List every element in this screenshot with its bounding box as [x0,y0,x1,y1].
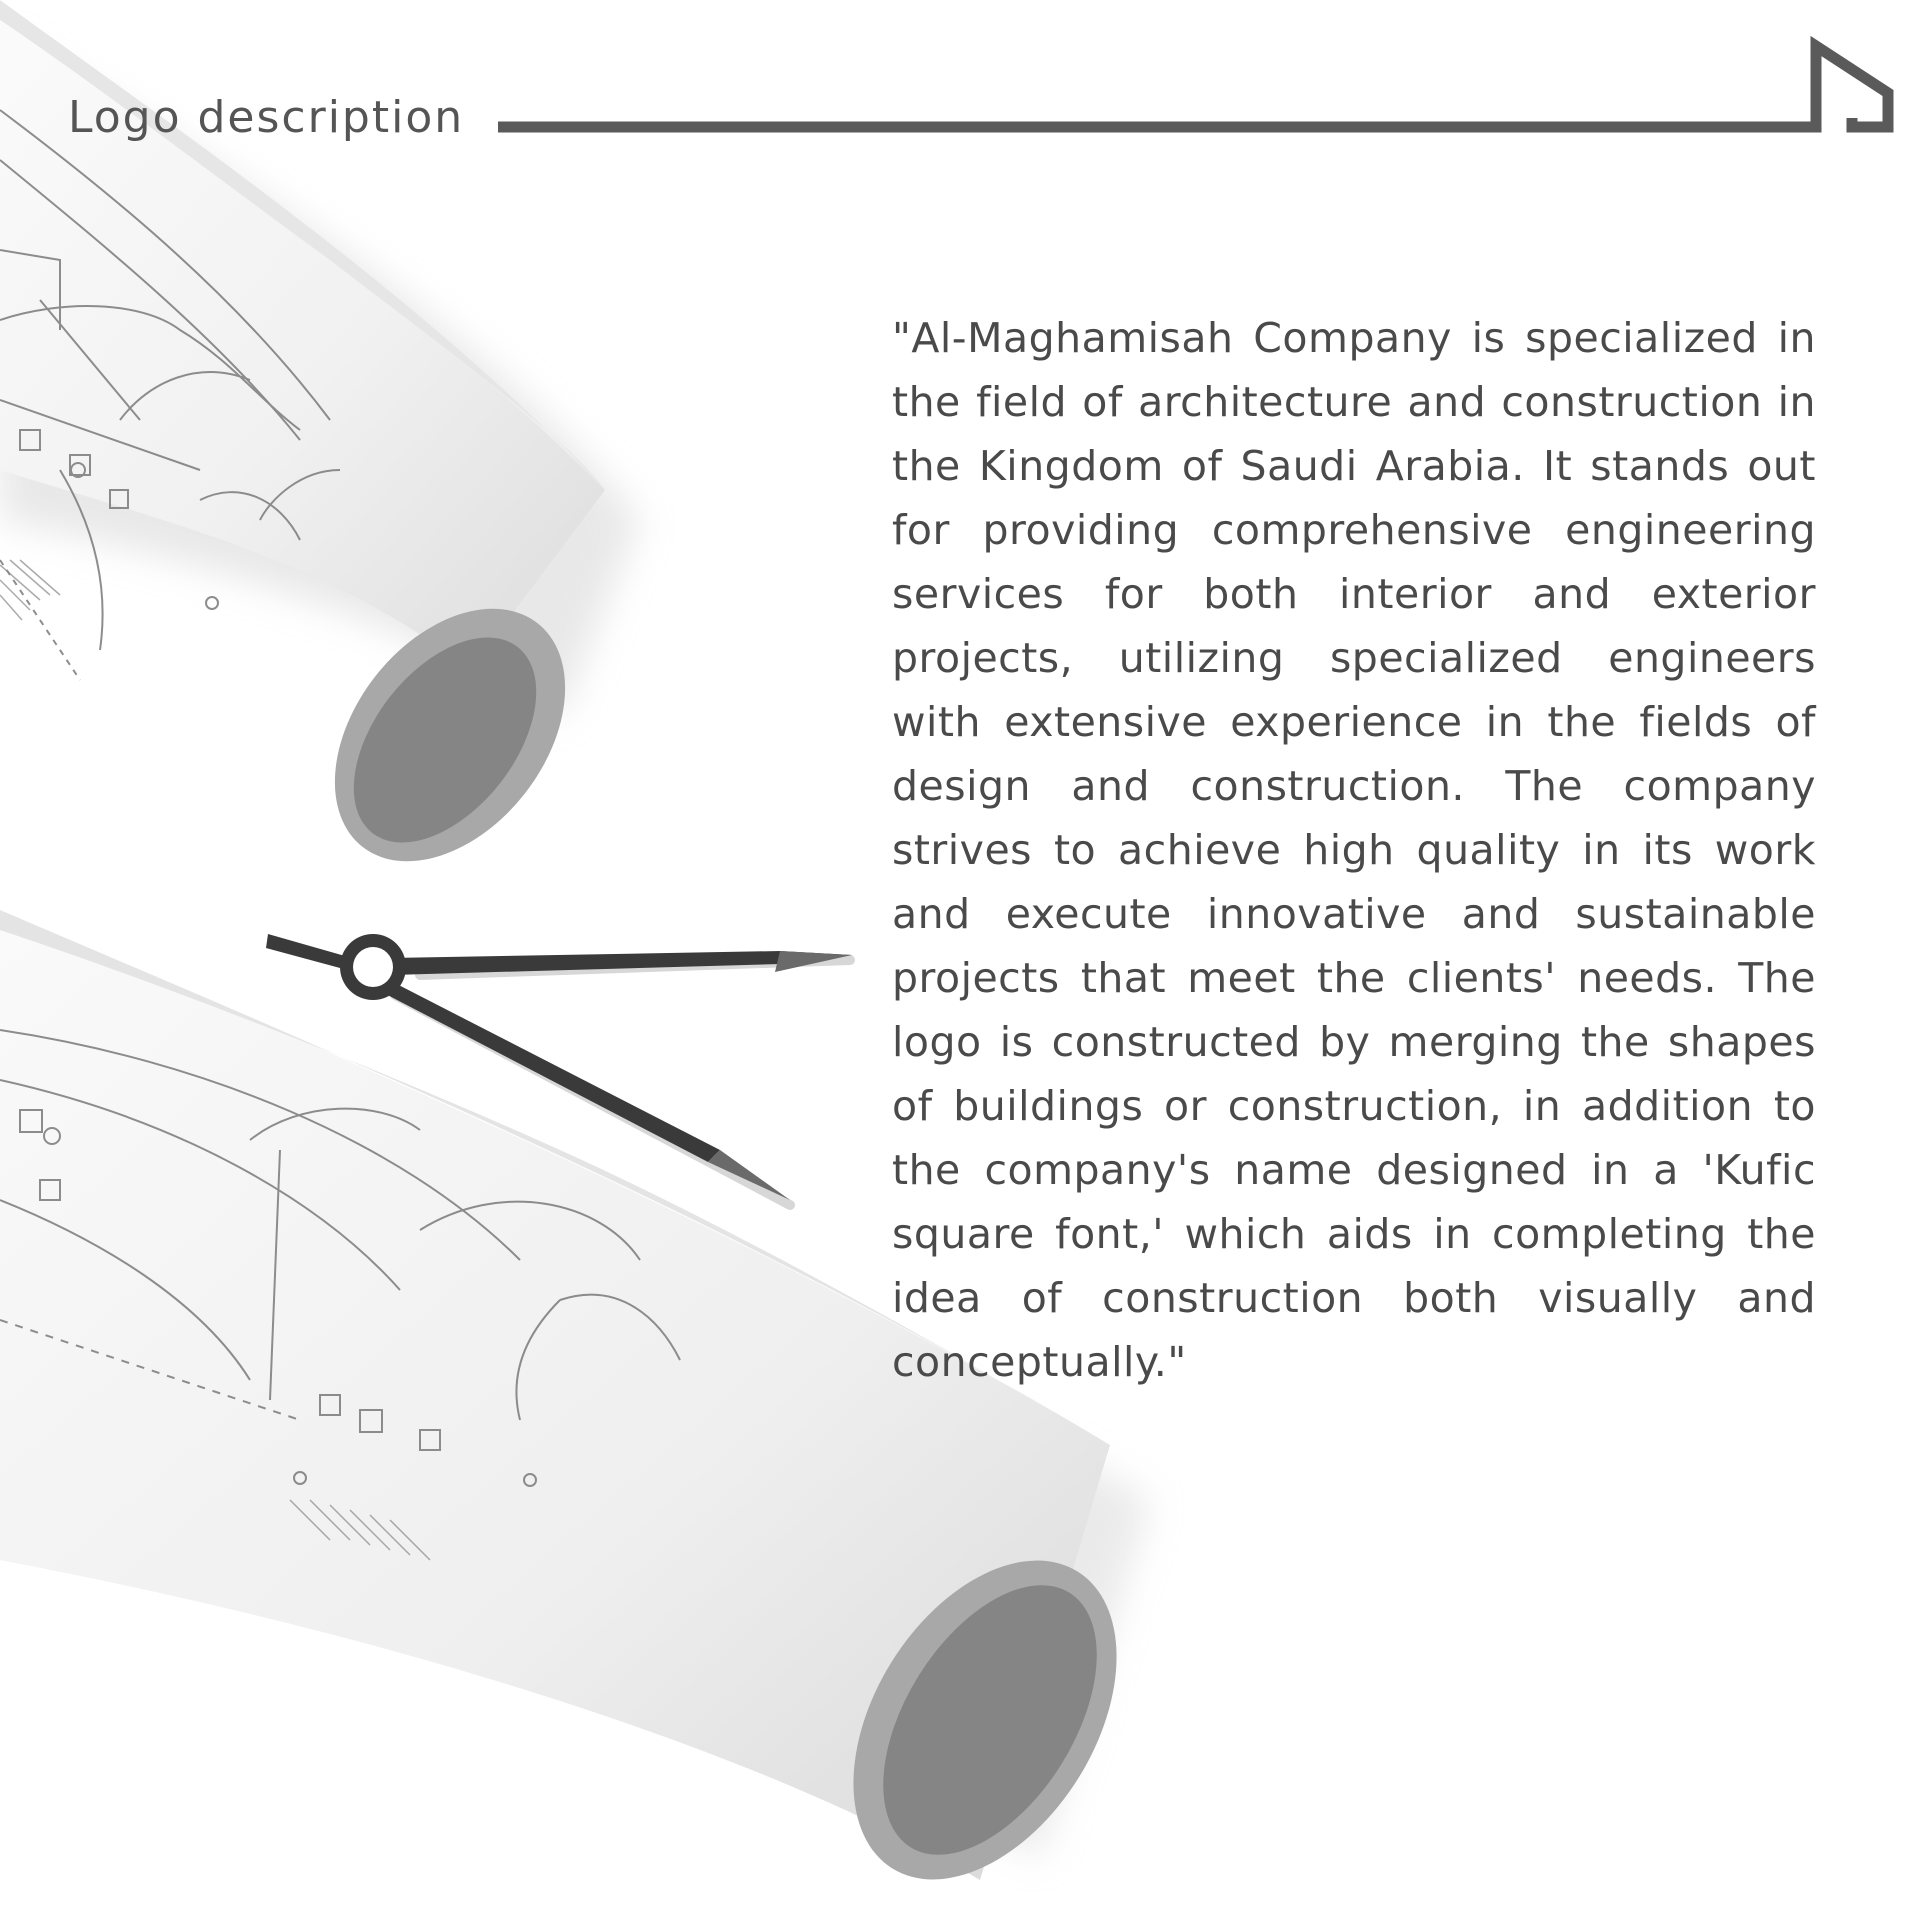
house-outline-line [498,35,1894,133]
blueprint-roll-lower [0,910,1150,1880]
blueprint-roll-upper [0,0,640,862]
logo-description-paragraph: "Al-Maghamisah Company is specialized in… [892,314,1816,1386]
drafting-compass-icon [266,934,855,1210]
page-title: Logo description [68,92,465,143]
